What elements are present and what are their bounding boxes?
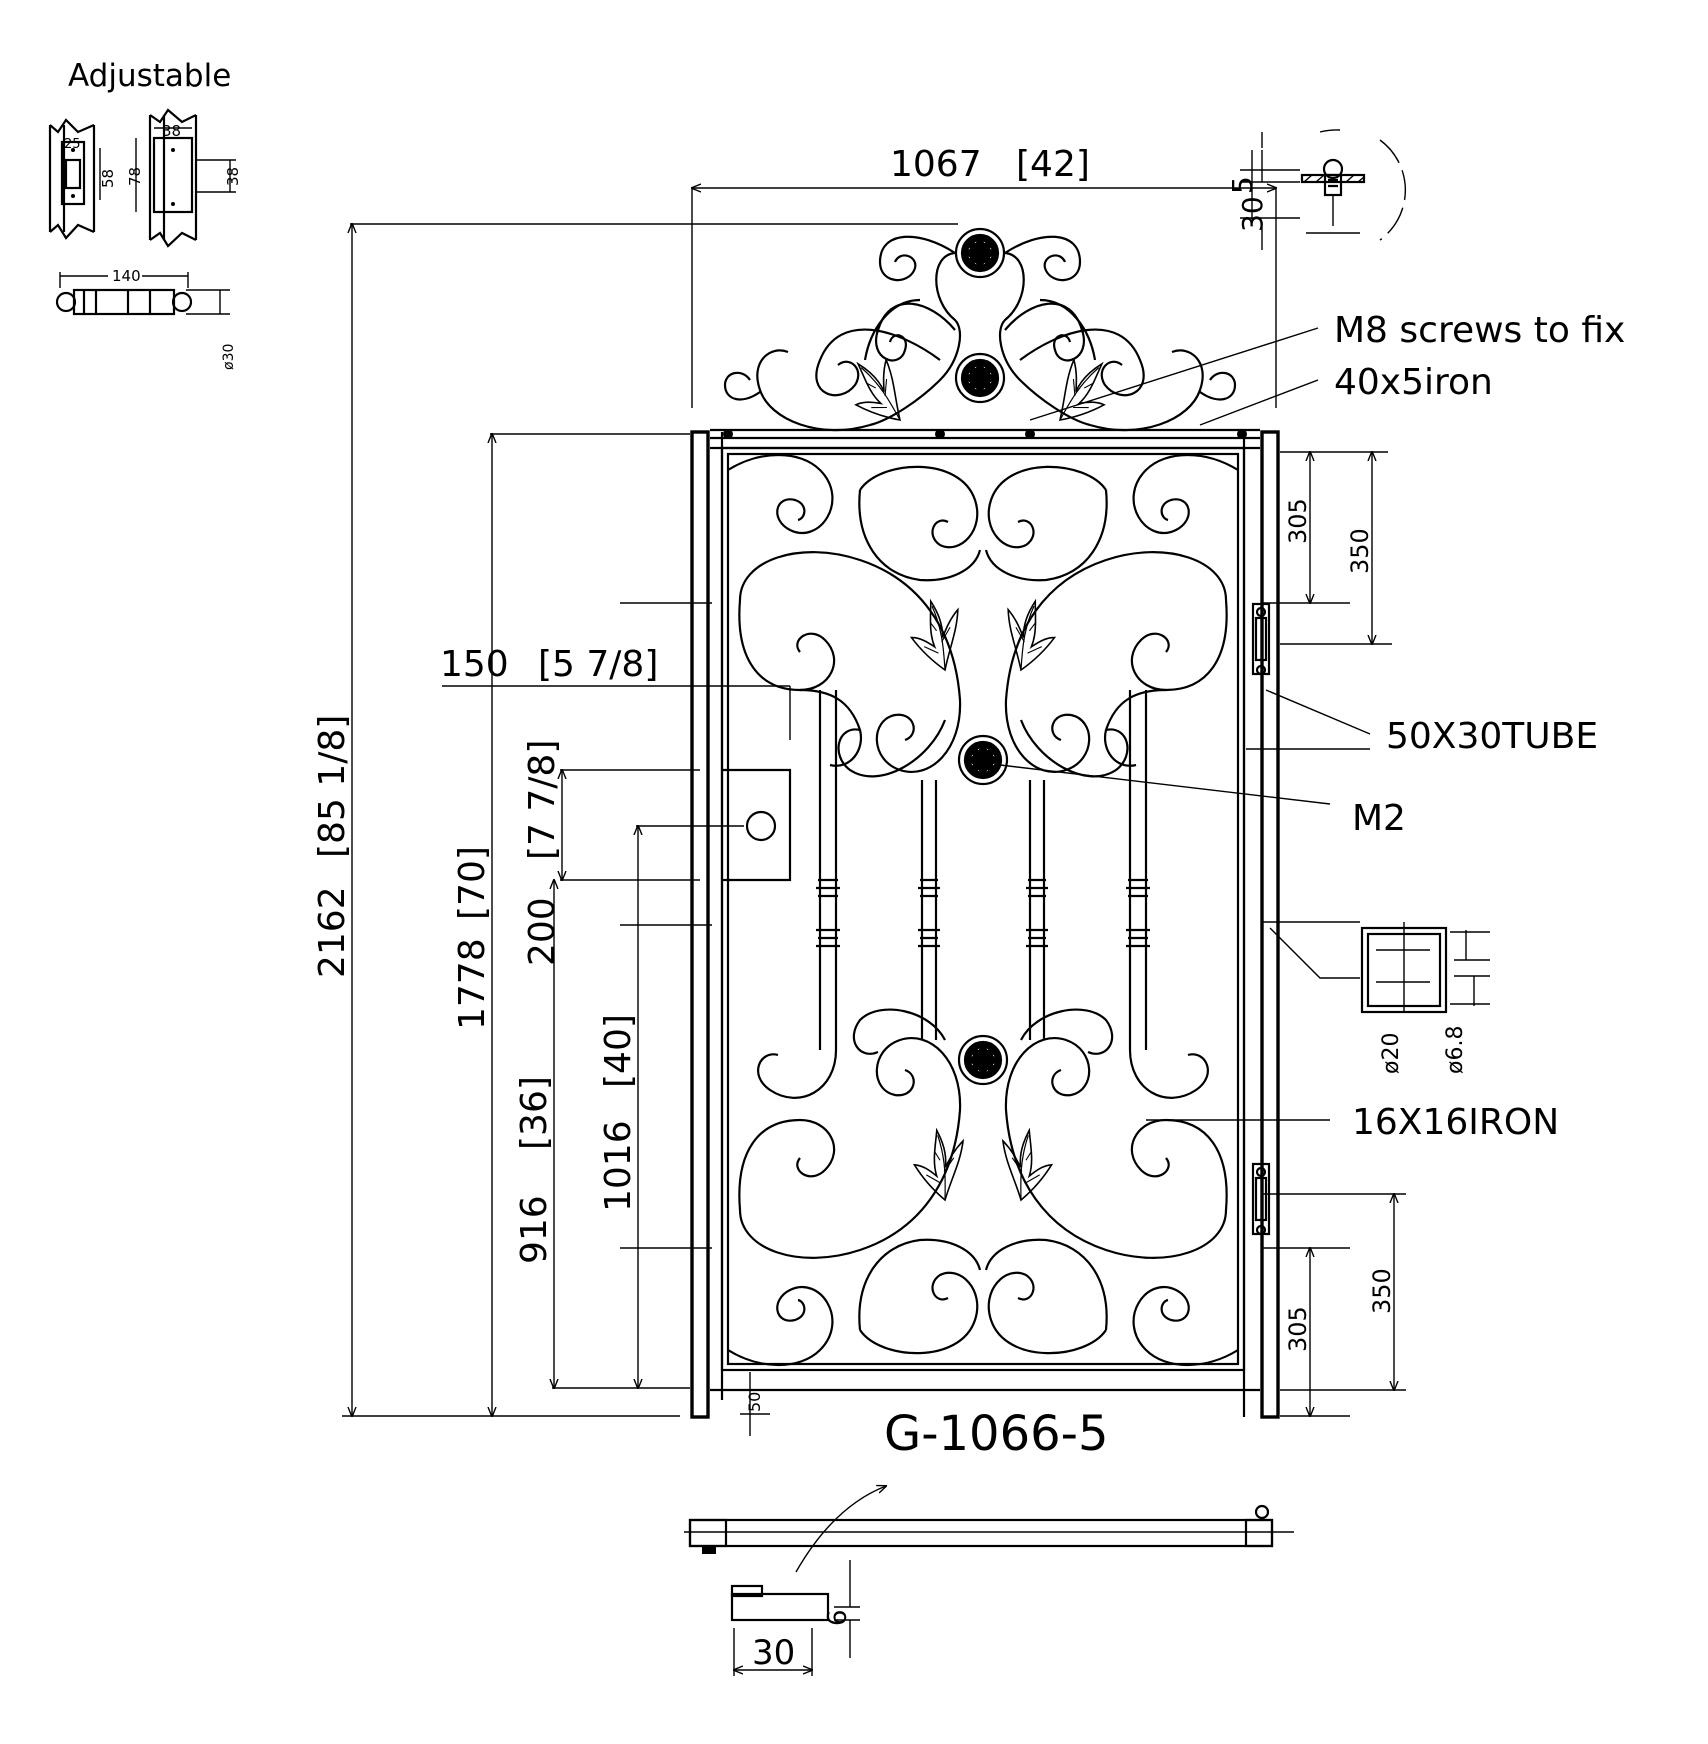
dim-latch-center: 1016: [598, 1120, 639, 1212]
label-flat-bar: 40x5iron: [1334, 362, 1493, 403]
model-number: G-1066-5: [884, 1406, 1109, 1462]
hinge-top: [1251, 602, 1271, 676]
pin-detail: 5 30: [1226, 129, 1407, 250]
dim-width: 1067: [890, 144, 982, 185]
gate-crest: [723, 227, 1237, 437]
dim-frame-height: 1778: [452, 938, 493, 1030]
plan-view: 6 30: [684, 1486, 1294, 1676]
dim-hinge-dia: ø30: [221, 344, 237, 370]
latch-plate: [722, 768, 792, 882]
dim-total-height: 2162: [312, 886, 353, 978]
dim-pin-head: 5: [1226, 176, 1259, 194]
dim-stop-height: 6: [823, 1609, 853, 1626]
dim-hinge-58: 58: [99, 169, 117, 188]
dim-latch-width-in: [5 7/8]: [538, 644, 658, 685]
dim-bolt-d: ø20: [1379, 1033, 1404, 1074]
dim-hinge-140: 140: [112, 267, 141, 285]
dim-hinge-78: 78: [126, 167, 144, 186]
dim-total-height-in: [85 1/8]: [312, 715, 353, 858]
dim-hinge-25: 25: [64, 137, 81, 152]
dim-latch-height-in: [7 7/8]: [522, 740, 563, 860]
bar-collars: [816, 878, 1150, 948]
dim-hinge-top-350: 350: [1346, 528, 1374, 574]
gate-frame: [690, 428, 1280, 1419]
dim-width-in: [42]: [1016, 144, 1090, 185]
dim-hinge-38b: 38: [224, 167, 242, 186]
dim-pin-length: 30: [1236, 196, 1269, 232]
dim-stop-width: 30: [752, 1633, 795, 1673]
dim-ground-gap: 50: [745, 1392, 764, 1412]
dim-hinge-bot-305: 305: [1284, 1306, 1312, 1352]
dim-bolt-d2: ø6.8: [1443, 1026, 1468, 1074]
label-rosette: M2: [1352, 798, 1406, 839]
dim-latch-width: 150: [440, 644, 509, 685]
dim-latch-bottom: 916: [514, 1195, 555, 1264]
dim-latch-bottom-in: [36]: [514, 1076, 555, 1150]
dim-frame-height-in: [70]: [452, 846, 493, 920]
hinge-detail: Adjustable 25 58 38 78 38 140 ø30: [48, 58, 242, 370]
hinge-detail-title: Adjustable: [68, 58, 231, 94]
dim-latch-center-in: [40]: [598, 1014, 639, 1088]
drop-bolt-detail: ø20 ø6.8: [1262, 921, 1490, 1074]
label-tube: 50X30TUBE: [1386, 716, 1598, 757]
gate-infill: [727, 454, 1239, 1366]
label-bar: 16X16IRON: [1352, 1102, 1559, 1143]
dimensions: 1067 [42] 2162 [85 1/8] 1778 [70] 150 [5…: [312, 144, 1406, 1436]
dim-hinge-38a: 38: [162, 122, 181, 140]
dim-latch-height: 200: [522, 897, 563, 966]
label-screws: M8 screws to fix: [1334, 310, 1625, 351]
dim-hinge-bot-350: 350: [1368, 1268, 1396, 1314]
dim-hinge-top-305: 305: [1284, 498, 1312, 544]
hinge-bottom: [1251, 1162, 1271, 1236]
callouts: M8 screws to fix 40x5iron 50X30TUBE M2 1…: [999, 310, 1625, 1143]
